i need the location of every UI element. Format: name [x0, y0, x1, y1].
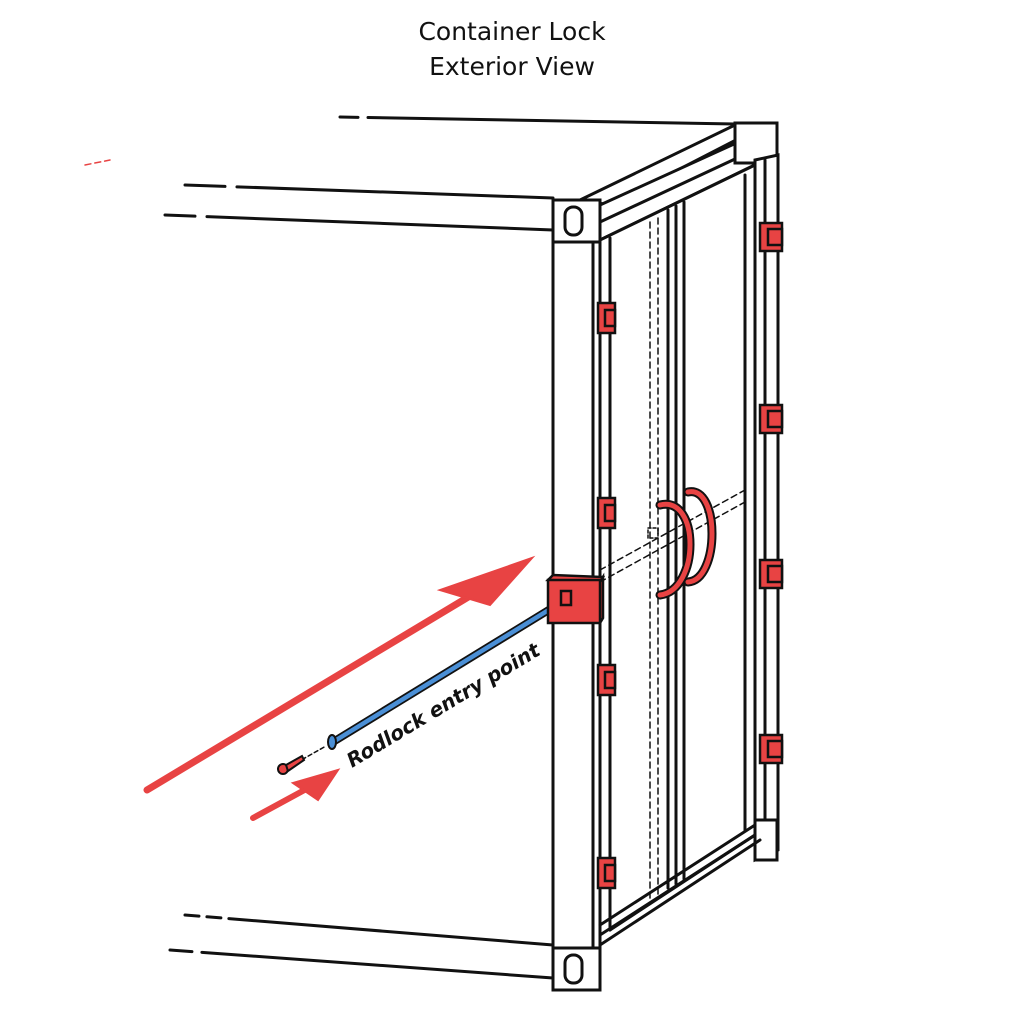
hinges — [596, 221, 784, 890]
hinge-icon — [758, 558, 784, 590]
diagram-title-line1: Container Lock — [418, 17, 606, 46]
doors — [598, 162, 762, 947]
diagram-title-line2: Exterior View — [429, 52, 595, 81]
lock-box-icon — [545, 572, 606, 628]
hinge-icon — [758, 403, 784, 435]
arrow-icon — [250, 768, 341, 821]
hinge-icon — [596, 856, 617, 890]
container-side-edges — [84, 115, 737, 980]
hinge-icon — [596, 496, 617, 530]
hinge-icon — [596, 663, 617, 697]
arrow-icon — [143, 555, 536, 794]
hinge-icon — [758, 733, 784, 765]
hinge-icon — [596, 301, 617, 335]
hinge-icon — [758, 221, 784, 253]
key-icon — [277, 754, 306, 775]
